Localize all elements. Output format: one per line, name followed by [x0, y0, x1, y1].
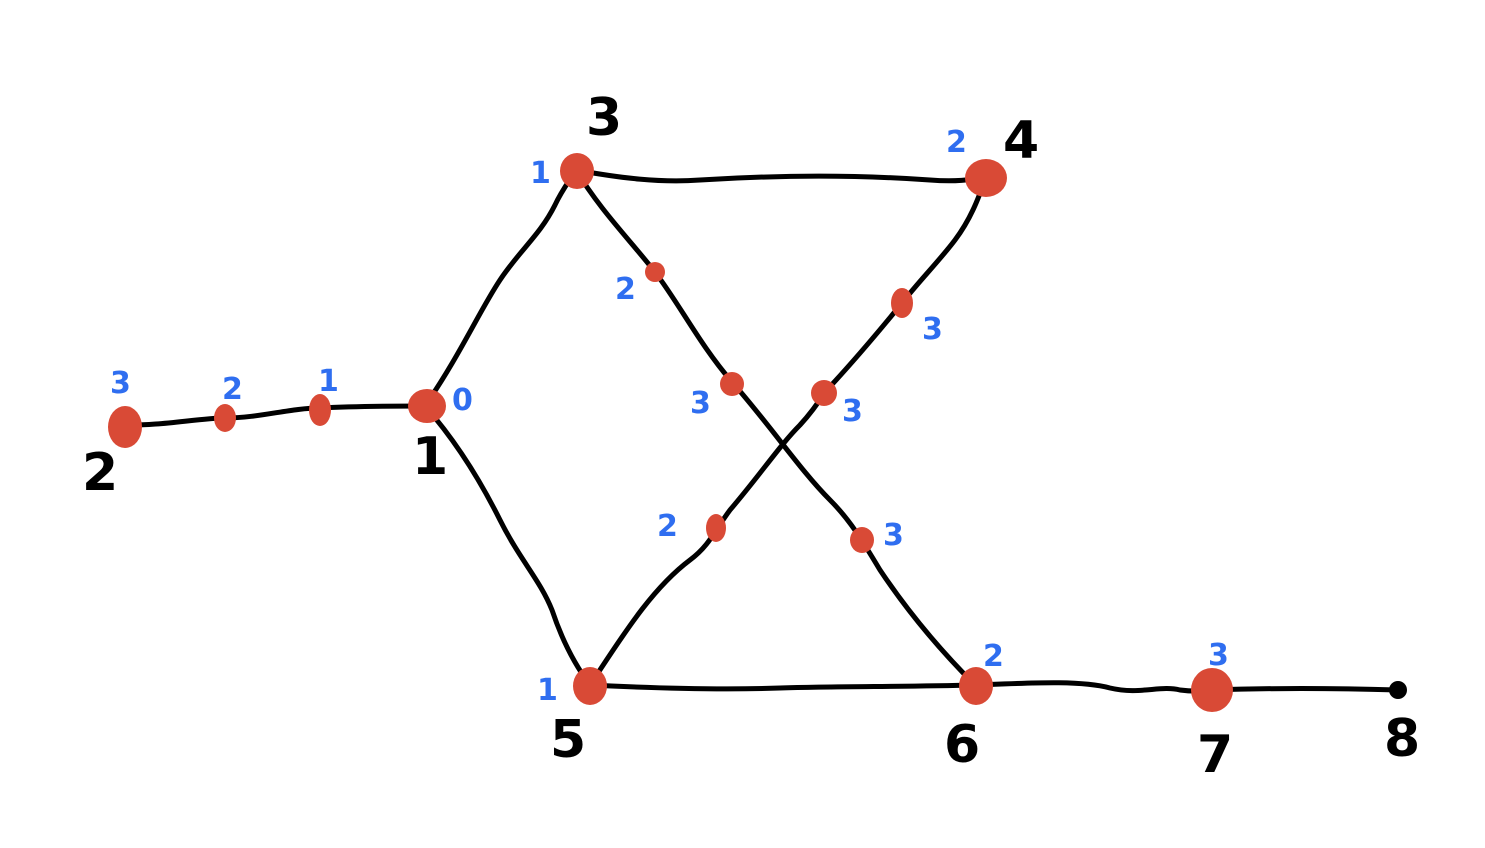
markers	[108, 153, 1407, 712]
node-label-1: 1	[412, 427, 448, 487]
node-labels: 1 2 3 4 5 6 7 8	[82, 88, 1420, 785]
node-marker-1	[408, 389, 446, 423]
node-label-2: 2	[82, 443, 118, 503]
node-label-7: 7	[1197, 725, 1233, 785]
node-marker-8	[1389, 681, 1407, 699]
edge-marker	[309, 394, 331, 426]
node-marker-6	[959, 667, 993, 705]
distance-label-edge-2-1-a: 2	[222, 372, 243, 407]
edge-marker	[850, 527, 874, 553]
distance-label-edge-5-4-b: 3	[922, 312, 943, 347]
distance-label-node-5: 1	[537, 673, 558, 708]
node-marker-5	[573, 667, 607, 705]
edge-5-6	[587, 682, 978, 692]
edge-6-7	[972, 680, 1215, 694]
distance-label-node-3: 1	[530, 156, 551, 191]
node-label-3: 3	[586, 88, 622, 148]
distance-label-edge-3-6-c: 3	[883, 518, 904, 553]
node-label-5: 5	[550, 710, 586, 770]
distance-label-edge-3-6-b: 3	[690, 386, 711, 421]
edge-3-4	[573, 167, 989, 184]
node-marker-2	[108, 406, 142, 448]
edges	[122, 167, 1401, 694]
distance-label-node-2: 3	[110, 366, 131, 401]
distance-label-node-1: 0	[452, 383, 473, 418]
node-label-6: 6	[944, 715, 980, 775]
distance-label-node-7: 3	[1208, 638, 1229, 673]
edge-marker	[811, 380, 837, 406]
edge-2-1	[122, 403, 428, 428]
distance-label-edge-3-6-a: 2	[615, 272, 636, 307]
distance-label-node-4: 2	[946, 125, 967, 160]
edge-5-4	[587, 174, 989, 688]
edge-3-6	[573, 167, 978, 688]
distance-label-edge-2-1-b: 1	[318, 364, 339, 399]
distance-label-node-6: 2	[983, 639, 1004, 674]
edge-marker	[891, 288, 913, 318]
distance-labels: 0 3 1 2 1 2 3 2 1 2 3 3 2 3 3	[110, 125, 1229, 708]
distance-label-edge-5-4-a: 2	[657, 509, 678, 544]
edge-1-3	[422, 167, 579, 409]
node-label-8: 8	[1384, 709, 1420, 769]
node-marker-3	[560, 153, 594, 189]
edge-1-5	[422, 403, 593, 688]
node-marker-4	[965, 159, 1007, 197]
edge-marker	[214, 404, 236, 432]
edge-marker	[645, 262, 665, 282]
edge-marker	[720, 372, 744, 396]
node-marker-7	[1191, 668, 1233, 712]
distance-label-edge-5-4-c: 3	[842, 394, 863, 429]
edge-7-8	[1209, 686, 1401, 693]
edge-marker	[706, 514, 726, 542]
node-label-4: 4	[1003, 111, 1039, 171]
